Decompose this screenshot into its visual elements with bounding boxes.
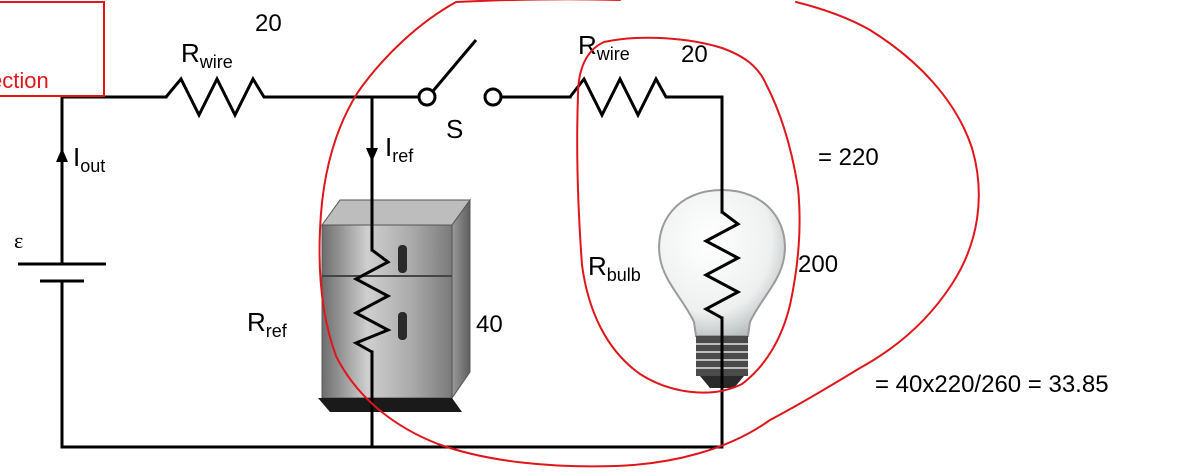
arrow-down-icon bbox=[366, 125, 378, 162]
arrow-up-icon bbox=[56, 148, 68, 190]
resistor-wire-right bbox=[568, 75, 674, 119]
label-i-ref: Iref bbox=[385, 132, 414, 166]
label-r-bulb: Rbulb bbox=[588, 251, 641, 285]
annotation-loop-inner bbox=[576, 36, 801, 394]
value-r-bulb: 200 bbox=[798, 251, 838, 278]
resistor-fridge bbox=[352, 248, 392, 354]
refrigerator-icon bbox=[318, 198, 471, 412]
resistor-wire-left bbox=[164, 75, 274, 119]
value-parallel-calc: = 40x220/260 = 33.85 bbox=[875, 371, 1109, 398]
label-i-out: Iout bbox=[73, 142, 105, 176]
label-r-ref: Rref bbox=[247, 307, 288, 341]
label-switch: S bbox=[446, 114, 463, 144]
value-r-wire-right: 20 bbox=[681, 41, 708, 68]
resistor-bulb bbox=[702, 210, 742, 320]
switch-s[interactable] bbox=[417, 39, 503, 107]
annotation-box-text: ection bbox=[0, 68, 49, 93]
annotation-box: ection bbox=[0, 1, 105, 97]
label-emf: ε bbox=[14, 228, 23, 253]
value-series-sum: = 220 bbox=[818, 144, 879, 171]
label-r-wire-left: Rwire bbox=[181, 38, 233, 72]
battery-symbol bbox=[18, 262, 106, 283]
annotation-loop-outer bbox=[318, 0, 980, 468]
value-r-ref: 40 bbox=[476, 311, 503, 338]
value-r-wire-left: 20 bbox=[255, 10, 282, 37]
